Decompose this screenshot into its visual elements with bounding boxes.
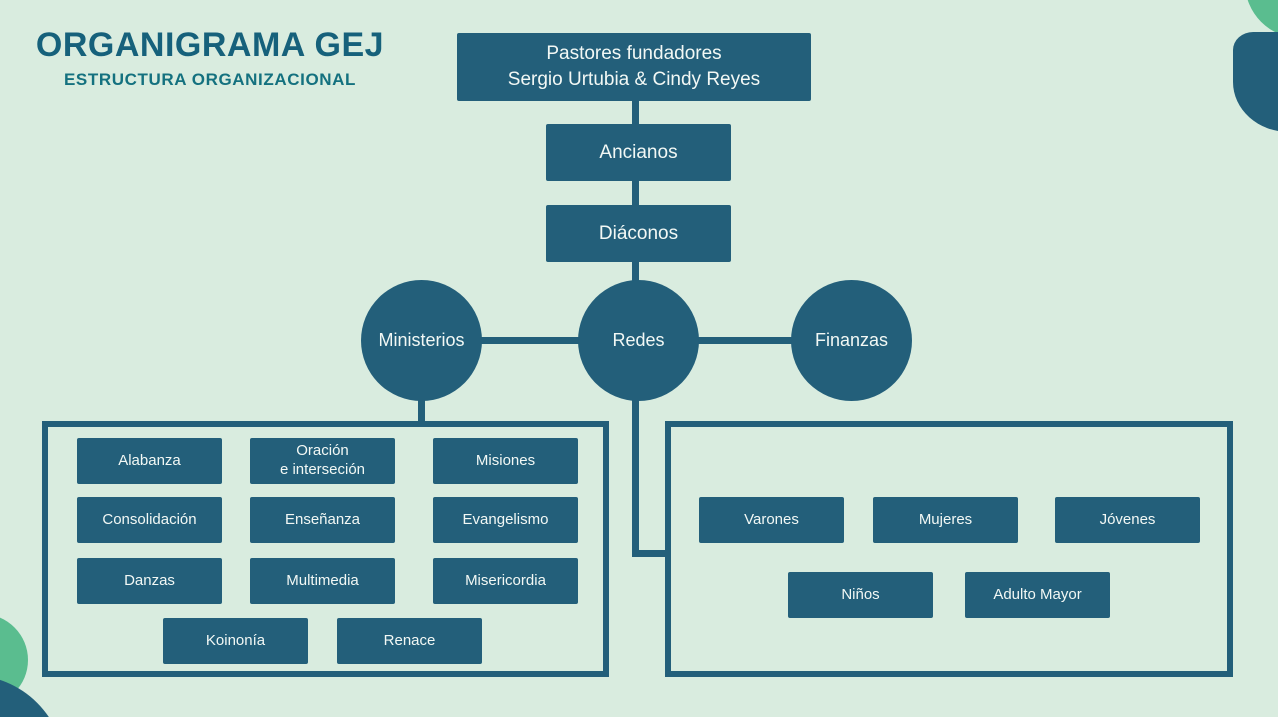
- redes-item-jovenes: Jóvenes: [1055, 497, 1200, 543]
- redes-item-mujeres: Mujeres: [873, 497, 1018, 543]
- ministry-item-misericordia: Misericordia: [433, 558, 578, 604]
- org-branch-ministerios: Ministerios: [361, 280, 482, 401]
- redes-item-adulto-mayor: Adulto Mayor: [965, 572, 1110, 618]
- ministry-item-misiones: Misiones: [433, 438, 578, 484]
- ministry-item-danzas: Danzas: [77, 558, 222, 604]
- ministry-item-oracion: Oración e interseción: [250, 438, 395, 484]
- ministry-item-evangelismo: Evangelismo: [433, 497, 578, 543]
- org-branch-finanzas: Finanzas: [791, 280, 912, 401]
- connector-ancianos-diaconos: [632, 180, 639, 207]
- ministry-item-multimedia: Multimedia: [250, 558, 395, 604]
- page-title: ORGANIGRAMA GEJ: [35, 26, 385, 64]
- ministry-item-ensenanza: Enseñanza: [250, 497, 395, 543]
- ministries-panel: [42, 421, 609, 677]
- connector-redes-finanzas: [695, 337, 794, 344]
- redes-item-varones: Varones: [699, 497, 844, 543]
- connector-redes-panel: [636, 550, 667, 557]
- redes-item-ninos: Niños: [788, 572, 933, 618]
- org-node-pastores: Pastores fundadores Sergio Urtubia & Cin…: [457, 33, 811, 101]
- org-node-ancianos: Ancianos: [546, 124, 731, 181]
- connector-root-ancianos: [632, 100, 639, 126]
- org-branch-redes: Redes: [578, 280, 699, 401]
- connector-diaconos-redes: [632, 261, 639, 285]
- org-node-pastores-line1: Pastores fundadores: [546, 43, 722, 65]
- ministry-item-consolidacion: Consolidación: [77, 497, 222, 543]
- connector-ministerios-redes: [477, 337, 581, 344]
- ministry-item-renace: Renace: [337, 618, 482, 664]
- connector-ministerios-panel: [418, 397, 425, 423]
- redes-panel: [665, 421, 1233, 677]
- org-node-pastores-line2: Sergio Urtubia & Cindy Reyes: [507, 69, 761, 90]
- ministry-item-alabanza: Alabanza: [77, 438, 222, 484]
- org-node-diaconos: Diáconos: [546, 205, 731, 262]
- page-subtitle: ESTRUCTURA ORGANIZACIONAL: [63, 70, 357, 89]
- connector-redes-down: [632, 397, 639, 557]
- ministry-item-koinonia: Koinonía: [163, 618, 308, 664]
